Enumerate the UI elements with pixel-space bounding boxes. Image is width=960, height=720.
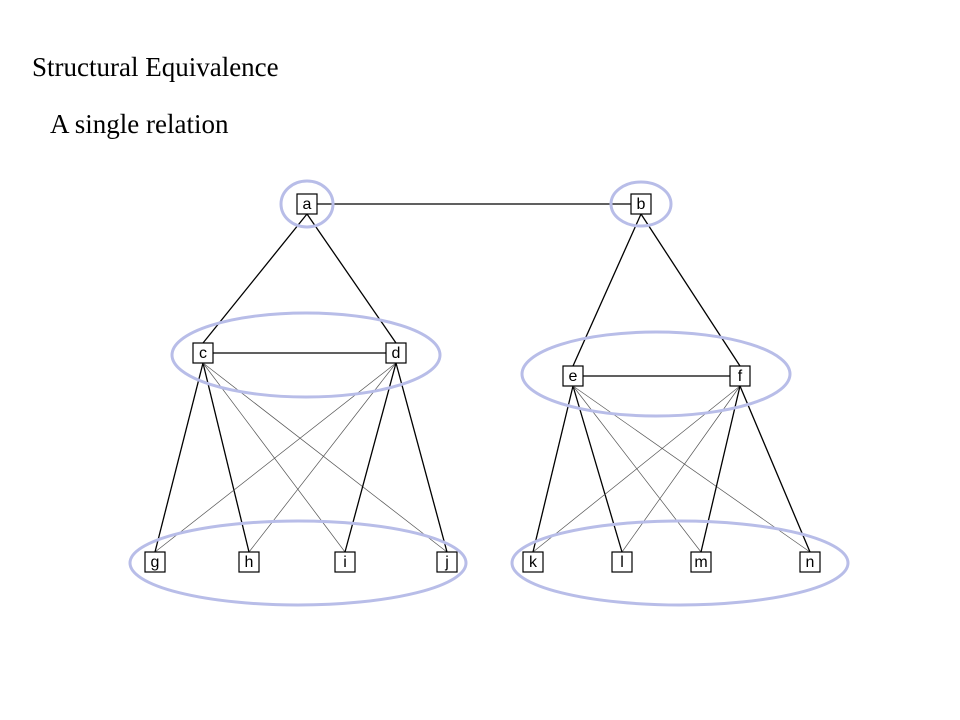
equivalence-class-ef xyxy=(520,330,792,418)
edge-c-h xyxy=(202,362,250,553)
edge-c-j xyxy=(202,362,448,553)
edge-f-m xyxy=(700,385,741,553)
node-g: g xyxy=(144,551,166,573)
groups-layer xyxy=(128,179,850,607)
edge-f-l xyxy=(621,385,741,553)
node-label-h: h xyxy=(245,554,254,571)
node-label-l: l xyxy=(620,554,624,571)
node-box-h xyxy=(238,551,260,573)
node-label-g: g xyxy=(151,554,160,571)
node-h: h xyxy=(238,551,260,573)
node-box-b xyxy=(630,193,652,215)
edge-d-i xyxy=(344,362,397,553)
node-label-c: c xyxy=(199,345,207,362)
node-label-m: m xyxy=(694,554,707,571)
edge-e-k xyxy=(532,385,574,553)
equivalence-class-klmn xyxy=(510,519,850,607)
equivalence-class-b xyxy=(609,180,673,228)
edge-c-g xyxy=(154,362,204,553)
node-label-j: j xyxy=(444,554,449,571)
node-i: i xyxy=(334,551,356,573)
node-d: d xyxy=(385,342,407,364)
equivalence-class-a xyxy=(279,179,335,229)
edge-f-n xyxy=(739,385,811,553)
edge-a-d xyxy=(306,213,397,344)
equivalence-class-cd xyxy=(170,311,442,399)
node-box-d xyxy=(385,342,407,364)
node-label-f: f xyxy=(738,368,743,385)
node-box-j xyxy=(436,551,458,573)
edge-b-f xyxy=(640,213,741,367)
nodes-layer: a b c d e f g h i j k l m n xyxy=(144,193,821,573)
node-box-a xyxy=(296,193,318,215)
slide-title: Structural Equivalence xyxy=(32,52,279,82)
node-label-b: b xyxy=(637,196,646,213)
edge-b-e xyxy=(572,213,642,367)
node-n: n xyxy=(799,551,821,573)
edge-d-j xyxy=(395,362,448,553)
node-label-e: e xyxy=(569,368,578,385)
node-m: m xyxy=(690,551,712,573)
edges-layer xyxy=(154,203,811,553)
node-l: l xyxy=(611,551,633,573)
node-box-k xyxy=(522,551,544,573)
slide-subtitle: A single relation xyxy=(50,109,229,139)
node-b: b xyxy=(630,193,652,215)
node-c: c xyxy=(192,342,214,364)
node-label-a: a xyxy=(303,196,312,213)
node-f: f xyxy=(729,365,751,387)
node-a: a xyxy=(296,193,318,215)
node-j: j xyxy=(436,551,458,573)
node-label-d: d xyxy=(392,345,401,362)
node-k: k xyxy=(522,551,544,573)
node-label-n: n xyxy=(806,554,815,571)
node-label-i: i xyxy=(343,554,347,571)
node-box-m xyxy=(690,551,712,573)
node-box-c xyxy=(192,342,214,364)
node-label-k: k xyxy=(529,554,538,571)
node-box-i xyxy=(334,551,356,573)
node-box-e xyxy=(562,365,584,387)
node-e: e xyxy=(562,365,584,387)
node-box-l xyxy=(611,551,633,573)
edge-f-k xyxy=(532,385,741,553)
equivalence-class-ghij xyxy=(128,519,468,607)
node-box-n xyxy=(799,551,821,573)
node-box-f xyxy=(729,365,751,387)
node-box-g xyxy=(144,551,166,573)
